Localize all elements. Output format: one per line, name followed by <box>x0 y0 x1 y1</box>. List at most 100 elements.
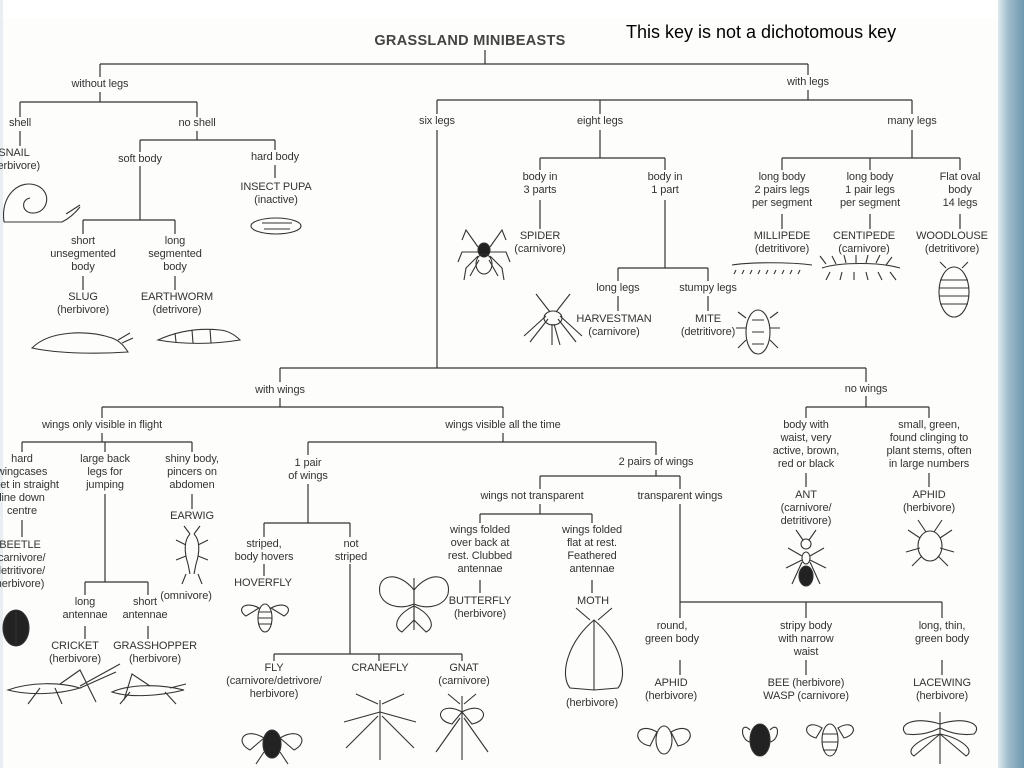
node-transparent-wings: transparent wings <box>637 490 723 502</box>
species-gnat: GNAT (carnivore) <box>438 662 490 687</box>
earwig-diet: (omnivore) <box>160 590 212 602</box>
butterfly-icon <box>379 576 449 633</box>
node-many-legs: many legs <box>887 115 937 127</box>
species-hoverfly: HOVERFLY <box>234 577 292 589</box>
node-short-antennae: short antennae <box>122 596 168 621</box>
node-not-striped: not striped <box>334 538 368 563</box>
species-butterfly: BUTTERFLY (herbivore) <box>448 595 512 620</box>
node-hard-wingcases: hard wingcases meet in straight line dow… <box>0 453 59 517</box>
wasp-icon <box>806 723 854 757</box>
earthworm-icon <box>156 328 242 344</box>
species-centipede: CENTIPEDE (carnivore) <box>832 230 896 255</box>
slide-note: This key is not a dichotomous key <box>626 22 897 42</box>
slug-icon <box>30 332 134 354</box>
node-shell: shell <box>8 117 32 129</box>
earwig-icon <box>175 525 209 585</box>
species-millipede: MILLIPEDE (detritivore) <box>753 230 811 255</box>
species-moth: MOTH <box>577 595 609 607</box>
species-slug: SLUG (herbivore) <box>56 291 110 316</box>
spider-icon <box>457 228 511 281</box>
node-large-back-legs: large back legs for jumping <box>80 453 130 491</box>
node-stumpy-legs: stumpy legs <box>679 282 737 294</box>
cricket-icon <box>6 663 121 705</box>
lacewing-icon <box>903 712 977 764</box>
node-one-pair-wings: 1 pair of wings <box>288 457 328 482</box>
node-no-wings: no wings <box>844 383 888 395</box>
species-bee-wasp: BEE (herbivore) WASP (carnivore) <box>763 677 849 702</box>
node-body-3-parts: body in 3 parts <box>522 171 558 196</box>
key-title: GRASSLAND MINIBEASTS <box>374 33 566 49</box>
mite-icon <box>736 309 780 355</box>
species-harvestman: HARVESTMAN (carnivore) <box>576 313 652 338</box>
node-wings-folded-flat: wings folded flat at rest. Feathered ant… <box>562 524 622 575</box>
aphid-wingless-icon <box>905 519 955 567</box>
hoverfly-icon <box>241 603 289 633</box>
node-shiny-body: shiny body, pincers on abdomen <box>165 453 219 491</box>
node-hard-body: hard body <box>250 151 300 163</box>
snail-icon <box>2 183 81 223</box>
node-centipede-desc: long body 1 pair legs per segment <box>839 171 901 209</box>
species-beetle: BEETLE (carnivore/ detritivore/ herbivor… <box>0 539 46 590</box>
grasshopper-icon <box>110 673 187 705</box>
node-without-legs: without legs <box>71 78 129 90</box>
node-wings-folded-back: wings folded over back at rest. Clubbed … <box>447 524 513 575</box>
aphid-winged-icon <box>637 725 691 755</box>
species-insect-pupa: INSECT PUPA (inactive) <box>240 181 312 206</box>
species-aphid-winged: APHID (herbivore) <box>644 677 698 702</box>
species-grasshopper: GRASSHOPPER (herbivore) <box>113 640 197 665</box>
node-millipede-desc: long body 2 pairs legs per segment <box>751 171 813 209</box>
beetle-icon <box>2 609 30 647</box>
node-long-antennae: long antennae <box>62 596 108 621</box>
species-mite: MITE (detritivore) <box>680 313 736 338</box>
species-cranefly: CRANEFLY <box>351 662 409 674</box>
moth-diet: (herbivore) <box>565 697 619 709</box>
scanned-key-sheet <box>3 18 998 768</box>
insect-pupa-icon <box>250 217 302 235</box>
gnat-icon <box>435 693 489 760</box>
centipede-icon <box>819 254 901 281</box>
node-no-shell: no shell <box>178 117 216 129</box>
node-wings-visible: wings visible all the time <box>445 419 561 431</box>
node-body-1-part: body in 1 part <box>647 171 683 196</box>
species-spider: SPIDER (carnivore) <box>514 230 566 255</box>
species-cricket: CRICKET (herbivore) <box>48 640 102 665</box>
moth-icon <box>564 607 624 691</box>
species-aphid-wingless: APHID (herbivore) <box>902 489 956 514</box>
node-with-wings: with wings <box>255 384 305 396</box>
species-woodlouse: WOODLOUSE (detritivore) <box>916 230 988 255</box>
slide-left-border <box>0 0 3 768</box>
node-wings-not-transparent: wings not transparent <box>480 490 584 502</box>
ant-icon <box>785 529 827 587</box>
cranefly-icon <box>343 693 417 760</box>
node-stripy-body: stripy body with narrow waist <box>778 620 834 658</box>
harvestman-icon <box>523 293 583 346</box>
node-woodlouse-desc: Flat oval body 14 legs <box>939 171 981 209</box>
node-long-segmented: long segmented body <box>148 235 202 273</box>
node-striped: striped, body hovers <box>234 538 294 563</box>
node-aphid-desc: small, green, found clinging to plant st… <box>886 419 972 470</box>
node-wings-only-in-flight: wings only visible in flight <box>41 419 163 431</box>
node-ant-desc: body with waist, very active, brown, red… <box>772 419 840 470</box>
node-soft-body: soft body <box>118 153 162 165</box>
slide-right-border <box>998 0 1024 768</box>
node-long-thin-body: long, thin, green body <box>914 620 970 645</box>
node-long-legs: long legs <box>596 282 640 294</box>
species-snail: SNAIL (herbivore) <box>0 147 41 172</box>
millipede-icon <box>731 262 813 275</box>
species-earthworm: EARTHWORM (detrivore) <box>140 291 214 316</box>
node-six-legs: six legs <box>419 115 455 127</box>
species-lacewing: LACEWING (herbivore) <box>913 677 971 702</box>
node-with-legs: with legs <box>787 76 829 88</box>
species-ant: ANT (carnivore/ detritivore) <box>780 489 832 527</box>
bee-icon <box>741 723 779 757</box>
node-eight-legs: eight legs <box>576 115 624 127</box>
node-short-unsegmented: short unsegmented body <box>50 235 116 273</box>
species-earwig: EARWIG <box>170 510 214 522</box>
node-round-green-body: round, green body <box>644 620 700 645</box>
species-fly: FLY (carnivore/detrivore/ herbivore) <box>226 662 322 700</box>
fly-icon <box>241 729 303 765</box>
woodlouse-icon <box>938 261 970 318</box>
node-two-pairs-wings: 2 pairs of wings <box>618 456 694 468</box>
